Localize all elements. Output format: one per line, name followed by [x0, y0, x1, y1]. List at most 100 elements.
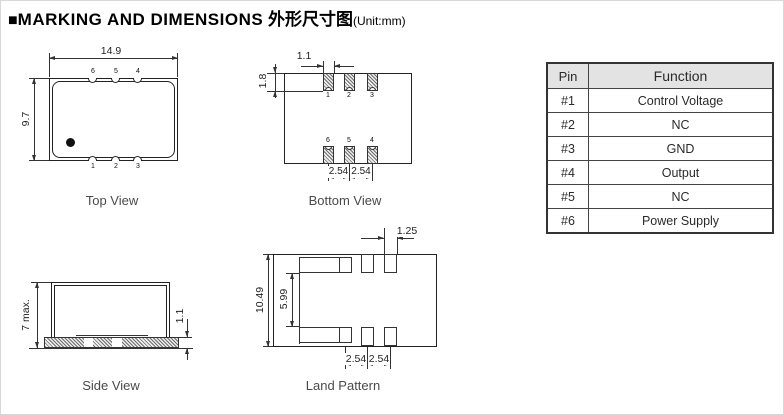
extension-line	[49, 53, 50, 77]
view-caption: Top View	[85, 193, 139, 208]
dimension-arrow	[32, 78, 36, 84]
pin-number: 2	[114, 163, 118, 170]
pad-gap	[84, 338, 93, 347]
dimension-arrow	[317, 64, 323, 68]
board-baseline	[29, 348, 193, 349]
dimension-arrow	[290, 321, 294, 327]
solder-pad	[323, 73, 334, 91]
solder-pad	[367, 146, 378, 164]
castellation-notch	[88, 156, 97, 161]
dimension-line	[187, 348, 188, 360]
table-header-row: Pin Function	[546, 62, 774, 89]
land-pad	[384, 327, 397, 346]
function-cell: Power Supply	[588, 208, 774, 234]
dimension-arrow	[378, 236, 384, 240]
solder-pad	[344, 146, 355, 164]
pin-number: 1	[91, 163, 95, 170]
dimension-line	[37, 282, 38, 348]
dimension-label-pitch: 2.54	[368, 353, 390, 365]
solder-pad	[323, 146, 334, 164]
dimension-label-pitch: 2.54	[328, 166, 349, 178]
dimension-arrow	[397, 236, 403, 240]
pin-column-header: Pin	[546, 62, 589, 89]
package-wall-outline	[54, 285, 167, 339]
table-row: #3 GND	[546, 136, 774, 161]
extension-line	[372, 164, 373, 181]
dimension-label-width: 14.9	[91, 45, 131, 57]
page-title: ■MARKING AND DIMENSIONS 外形尺寸图(Unit:mm)	[8, 5, 406, 30]
pad-gap	[112, 338, 122, 347]
castellation-notch	[88, 78, 97, 83]
pin-number: 3	[136, 163, 140, 170]
pin-number: 3	[370, 92, 374, 99]
title-unit: (Unit:mm)	[352, 14, 406, 28]
pin-number: 6	[326, 137, 330, 144]
pin-cell: #4	[546, 160, 589, 185]
dimension-label-inner-height: 5.99	[278, 288, 290, 310]
dimension-label-pitch: 2.54	[350, 166, 372, 178]
pin-number: 4	[370, 137, 374, 144]
function-cell: NC	[588, 112, 774, 137]
extension-line	[323, 61, 324, 73]
castellation-notch	[133, 78, 142, 83]
function-column-header: Function	[588, 62, 774, 89]
extension-line	[397, 228, 398, 254]
pin-number: 5	[114, 68, 118, 75]
dimension-arrow	[334, 64, 340, 68]
pad-notch	[325, 87, 332, 90]
dimension-arrow	[35, 342, 39, 348]
extension-line	[390, 347, 391, 369]
view-caption: Land Pattern	[305, 378, 381, 393]
courtyard-outline	[273, 254, 437, 347]
section-marker-icon: ■	[8, 12, 18, 29]
extension-line	[178, 337, 192, 338]
dimension-line	[334, 66, 354, 67]
dimension-arrow	[32, 155, 36, 161]
view-caption: Bottom View	[308, 193, 382, 208]
base-metallization	[44, 337, 179, 348]
title-chinese: 外形尺寸图	[263, 10, 353, 29]
pin-cell: #2	[546, 112, 589, 137]
land-pad	[361, 254, 374, 273]
dimension-arrow	[273, 67, 277, 73]
dimension-label-pad-width: 1.25	[393, 225, 421, 237]
dimension-arrow	[172, 56, 178, 60]
pin1-marker-dot	[66, 138, 75, 147]
dimension-line	[301, 66, 323, 67]
castellation-notch	[111, 78, 120, 83]
pin-number: 1	[326, 92, 330, 99]
dimension-line	[275, 64, 276, 98]
dimension-arrow	[35, 282, 39, 288]
dimension-label-pad-width: 1.1	[291, 50, 317, 62]
solder-pad	[367, 73, 378, 91]
title-english: MARKING AND DIMENSIONS	[17, 10, 264, 29]
extension-line	[367, 347, 368, 369]
pad-notch	[346, 87, 353, 90]
dimension-arrow	[266, 254, 270, 260]
extension-line	[177, 53, 178, 77]
dimension-arrow	[185, 331, 189, 337]
table-row: #4 Output	[546, 160, 774, 185]
dimension-line	[34, 78, 35, 161]
pin-number: 6	[91, 68, 95, 75]
dimension-line	[397, 238, 414, 239]
extension-line	[31, 282, 51, 283]
land-pad	[384, 254, 397, 273]
pin-cell: #1	[546, 88, 589, 113]
dimension-arrow	[185, 348, 189, 354]
land-pad	[361, 327, 374, 346]
pin-cell: #6	[546, 208, 589, 234]
pin-number: 2	[347, 92, 351, 99]
table-row: #5 NC	[546, 184, 774, 209]
pin-function-table: Pin Function #1 Control Voltage #2 NC #3…	[546, 62, 774, 234]
package-outline-edge	[299, 257, 300, 344]
dimension-label-pitch: 2.54	[345, 353, 367, 365]
pin-cell: #5	[546, 184, 589, 209]
land-pad-corner	[299, 327, 352, 343]
table-row: #6 Power Supply	[546, 208, 774, 234]
dimension-arrow	[266, 341, 270, 347]
function-cell: Control Voltage	[588, 88, 774, 113]
dimension-line	[187, 319, 188, 337]
